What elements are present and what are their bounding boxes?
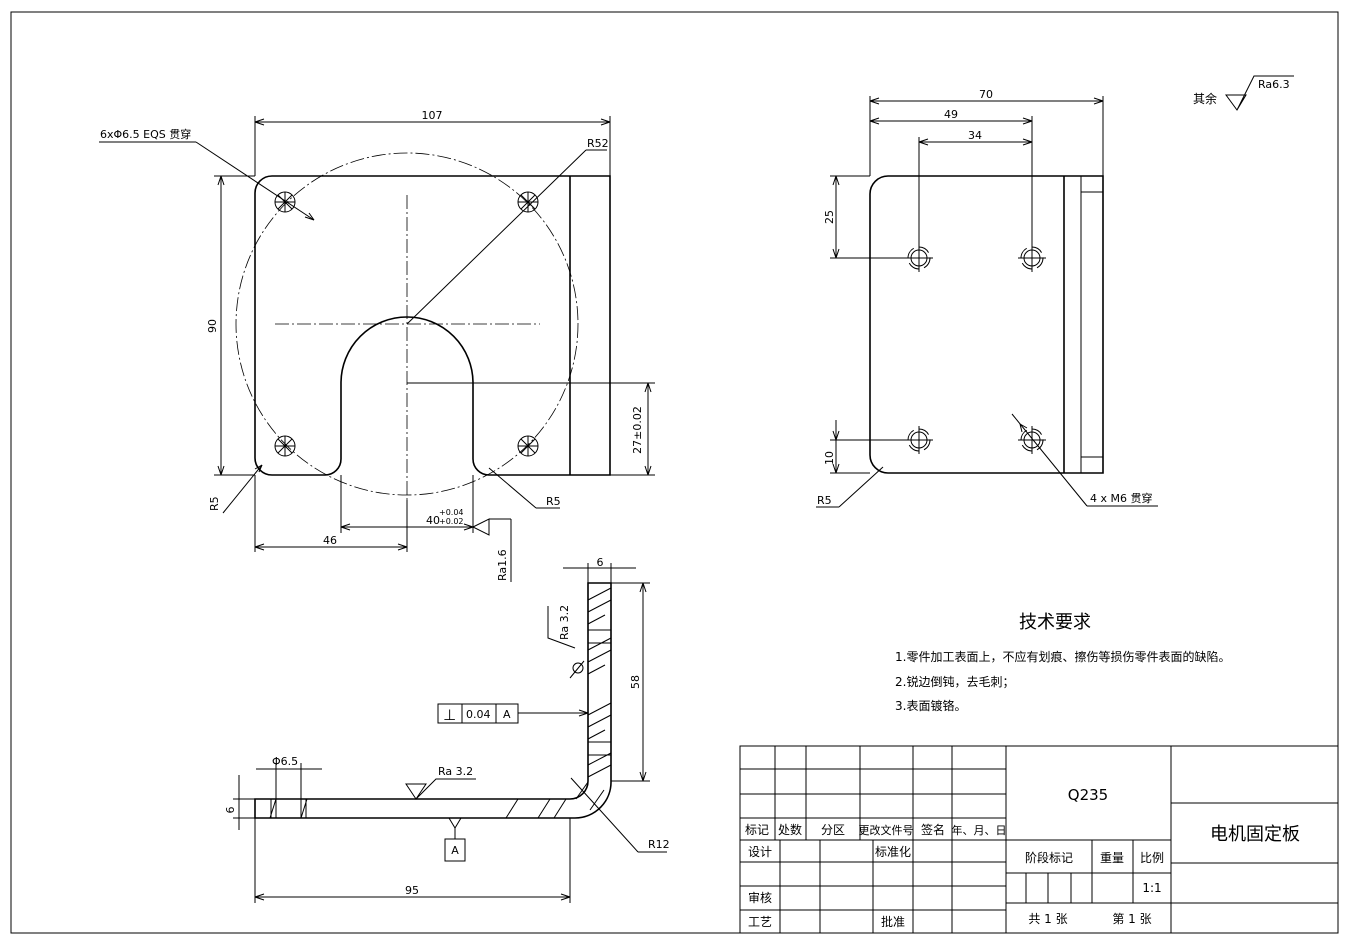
perp-value: 0.04 <box>466 708 491 721</box>
radius-r5-right: R5 <box>546 495 561 508</box>
review-label: 审核 <box>748 890 772 905</box>
datum-a: A <box>451 844 459 857</box>
dim-49: 49 <box>944 108 958 121</box>
dim-70: 70 <box>979 88 993 101</box>
radius-r52: R52 <box>587 137 609 150</box>
ra-1-6: Ra1.6 <box>496 549 509 581</box>
dim-6-top: 6 <box>597 556 604 569</box>
dim-34: 34 <box>968 129 982 142</box>
side-radius-r5: R5 <box>817 494 832 507</box>
rest-ra-value: Ra6.3 <box>1258 78 1290 91</box>
hole-top-left <box>274 191 296 213</box>
weight-label: 重量 <box>1100 851 1124 865</box>
rest-label: 其余 <box>1193 91 1217 106</box>
approve-label: 批准 <box>881 914 905 929</box>
design-label: 设计 <box>748 845 772 859</box>
surface-finish-ra16-symbol <box>471 518 512 582</box>
hole-bottom-left <box>274 435 296 457</box>
dim-40-tol-upper: +0.04 <box>439 508 464 517</box>
thread-hole-4 <box>1018 426 1046 454</box>
dim-90: 90 <box>206 319 219 333</box>
side-plate-outline <box>869 175 1104 474</box>
front-plate-outline <box>254 175 611 476</box>
front-view: 107 90 6xΦ6.5 EQS 贯穿 R52 R5 R5 27±0.02 <box>99 109 655 582</box>
hdr-doc: 更改文件号 <box>859 823 914 837</box>
technical-requirements: 技术要求 1.零件加工表面上，不应有划痕、擦伤等损伤零件表面的缺陷。 2.锐边倒… <box>895 612 1230 713</box>
thread-hole-1 <box>905 244 933 272</box>
radius-r12: R12 <box>648 838 670 851</box>
section-view: 6 58 Ra 3.2 ⊥ 0.04 A Φ6.5 Ra 3.2 6 <box>224 556 670 903</box>
hdr-date: 年、月、日 <box>952 823 1007 837</box>
material: Q235 <box>1068 786 1108 804</box>
scale-value: 1:1 <box>1142 881 1161 895</box>
sheet-no: 第 1 张 <box>1112 912 1151 926</box>
process-label: 工艺 <box>748 915 772 929</box>
ra-vertical: Ra 3.2 <box>558 605 571 640</box>
dim-10: 10 <box>823 451 836 465</box>
drawing-border <box>10 11 1339 934</box>
surface-finish-rest: 其余 Ra6.3 <box>1193 75 1294 111</box>
tech-req-item-3: 3.表面镀铬。 <box>895 698 966 713</box>
hdr-zone: 分区 <box>821 823 845 837</box>
perp-symbol: ⊥ <box>443 706 456 724</box>
thread-callout: 4 x M6 贯穿 <box>1090 491 1153 505</box>
radius-r5-left: R5 <box>208 496 221 511</box>
tech-req-title: 技术要求 <box>1019 612 1091 633</box>
perp-datum: A <box>503 708 511 721</box>
tech-req-item-1: 1.零件加工表面上，不应有划痕、擦伤等损伤零件表面的缺陷。 <box>895 649 1230 664</box>
dim-40-tol-lower: +0.02 <box>439 517 464 526</box>
side-view: 70 49 34 25 10 R5 4 x M6 贯穿 <box>816 88 1158 508</box>
scale-label: 比例 <box>1140 851 1164 865</box>
dim-46: 46 <box>323 534 337 547</box>
tech-req-item-2: 2.锐边倒钝，去毛刺； <box>895 675 1014 689</box>
hdr-sign: 签名 <box>921 822 945 837</box>
dim-27: 27±0.02 <box>631 406 644 454</box>
dim-40: 40 <box>426 514 440 527</box>
standardize-label: 标准化 <box>875 845 911 859</box>
dim-58: 58 <box>629 675 642 689</box>
title-block: 标记 处数 分区 更改文件号 签名 年、月、日 设计 标准化 审核 工艺 批准 … <box>739 745 1339 934</box>
stage-mark: 阶段标记 <box>1025 850 1073 865</box>
part-name: 电机固定板 <box>1210 824 1300 845</box>
hdr-mark: 标记 <box>745 823 769 837</box>
hdr-count: 处数 <box>778 822 802 837</box>
thread-hole-2 <box>1018 244 1046 272</box>
hole-top-right <box>517 191 539 213</box>
hole-dia: Φ6.5 <box>272 755 298 768</box>
dim-25: 25 <box>823 210 836 224</box>
hole-callout: 6xΦ6.5 EQS 贯穿 <box>100 127 191 141</box>
dim-107: 107 <box>422 109 443 122</box>
dim-6-left: 6 <box>224 807 237 814</box>
hole-bottom-right <box>517 435 539 457</box>
ra-horizontal: Ra 3.2 <box>438 765 473 778</box>
sheet-total: 共 1 张 <box>1028 912 1067 926</box>
thread-hole-3 <box>905 426 933 454</box>
dim-95: 95 <box>405 884 419 897</box>
